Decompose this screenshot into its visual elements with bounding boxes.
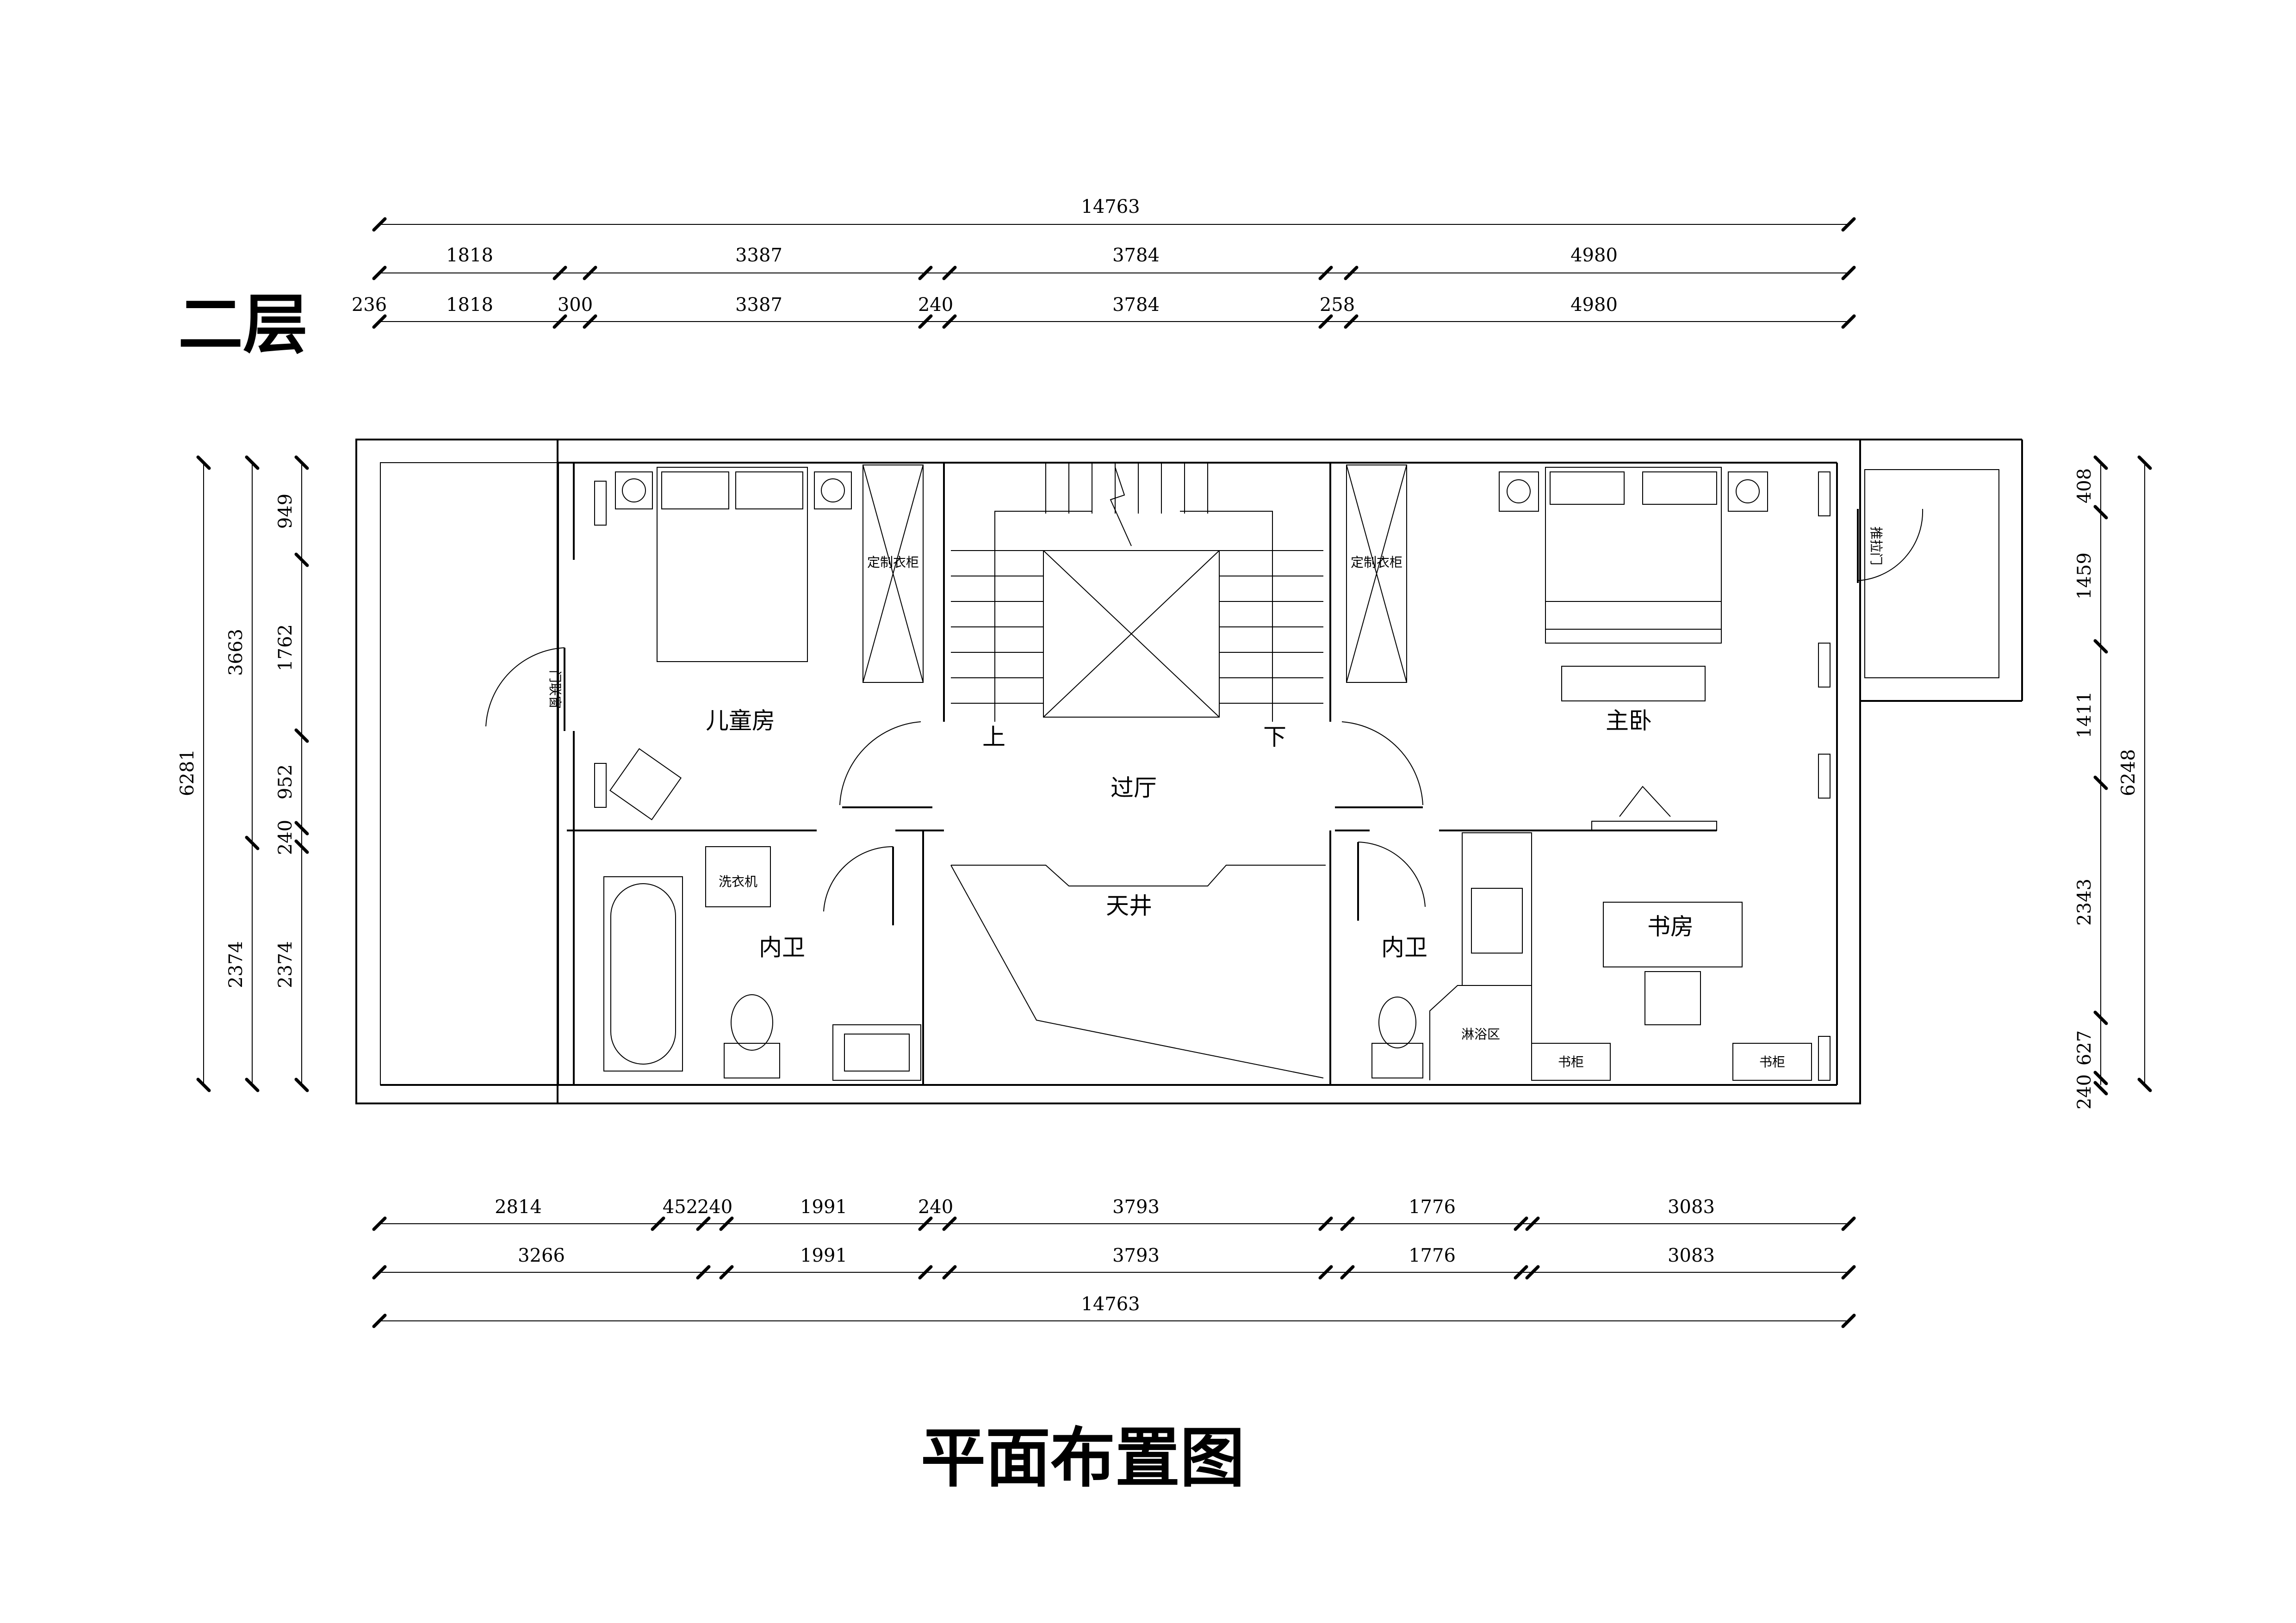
dim-label: 240	[918, 1196, 953, 1218]
kids-bed	[615, 467, 852, 662]
dim-label: 3793	[1112, 1196, 1160, 1218]
dim-label: 1776	[1409, 1196, 1456, 1218]
dim-label: 949	[275, 494, 296, 529]
dim-right-total: 6248	[2118, 749, 2139, 796]
dim-label: 240	[275, 820, 296, 855]
dim-label: 408	[2074, 468, 2095, 503]
wardrobe-left-label: 定制衣柜	[867, 555, 919, 570]
room-label-master: 主卧	[1606, 707, 1652, 734]
toilet-icon	[724, 994, 780, 1078]
room-label-atrium: 天井	[1106, 892, 1152, 919]
dim-label: 2374	[275, 941, 296, 988]
dim-label: 3784	[1112, 294, 1160, 316]
dim-label: 1991	[800, 1196, 847, 1218]
floor-label: 二层	[178, 287, 308, 363]
stairs-up-label: 上	[982, 724, 1005, 750]
dim-label: 3793	[1112, 1245, 1160, 1266]
dim-label: 2343	[2074, 879, 2095, 926]
dim-label: 952	[275, 764, 296, 799]
radiator-icon	[594, 471, 1831, 1081]
dim-label: 3387	[735, 294, 782, 316]
door-left-balcony: 门联窗	[485, 647, 565, 731]
bookcase-right: 书柜	[1732, 1043, 1812, 1081]
dim-label: 1818	[446, 245, 493, 266]
dim-label: 2814	[495, 1196, 542, 1218]
dim-label: 1411	[2074, 691, 2095, 738]
dim-label: 3663	[225, 629, 247, 676]
balcony-door-right-label: 推拉门	[1868, 527, 1884, 565]
kids-chair	[609, 748, 682, 820]
dim-label: 3266	[518, 1245, 565, 1266]
balcony-door-left-label: 门联窗	[547, 670, 563, 709]
wardrobe-right: 定制衣柜	[1346, 465, 1407, 683]
walls	[355, 439, 2023, 1104]
bookcase-right-label: 书柜	[1759, 1054, 1785, 1070]
dim-label: 3083	[1668, 1196, 1715, 1218]
door-left-bath	[823, 846, 894, 925]
dim-label: 240	[2074, 1074, 2095, 1109]
dim-label: 1762	[275, 624, 296, 671]
dim-label: 240	[697, 1196, 732, 1218]
dim-label: 1818	[446, 294, 493, 316]
door-right-bath	[1357, 842, 1426, 921]
sink-icon	[1462, 832, 1532, 986]
door-kids-room	[839, 721, 932, 808]
dim-label: 258	[1320, 294, 1355, 316]
dim-left-total: 6281	[177, 749, 198, 796]
sink-icon	[832, 1024, 921, 1081]
stairs-down-label: 下	[1263, 724, 1286, 750]
wardrobe-right-label: 定制衣柜	[1351, 555, 1402, 570]
right-dimensions: 408 1459 1411 2343 627 240 6248	[2074, 455, 2152, 1109]
dim-label: 1776	[1409, 1245, 1456, 1266]
tv-stand	[1591, 786, 1717, 831]
dim-label: 452	[663, 1196, 698, 1218]
dim-label: 3083	[1668, 1245, 1715, 1266]
dim-label: 1459	[2074, 552, 2095, 600]
dim-label: 300	[558, 294, 593, 316]
wardrobe-left: 定制衣柜	[863, 465, 924, 683]
door-master-bedroom	[1335, 721, 1423, 808]
page-title: 平面布置图	[921, 1421, 1245, 1496]
study-desk	[1603, 902, 1743, 1025]
dim-label: 4980	[1570, 294, 1618, 316]
dim-label: 2374	[225, 941, 247, 988]
washer-label: 洗衣机	[719, 874, 757, 889]
bottom-dimensions: 2814 452 240 1991 240 3793 1776 3083 326…	[372, 1196, 1856, 1328]
bookcase-left: 书柜	[1531, 1043, 1611, 1081]
shower-area: 淋浴区	[1429, 985, 1532, 1080]
dim-label: 4980	[1570, 245, 1618, 266]
room-label-hall: 过厅	[1111, 774, 1157, 801]
dim-label: 627	[2074, 1030, 2095, 1065]
dim-label: 240	[918, 294, 953, 316]
dim-label: 236	[352, 294, 387, 316]
washer-icon: 洗衣机	[705, 846, 771, 907]
room-label-kids: 儿童房	[706, 707, 775, 734]
shower-label: 淋浴区	[1461, 1027, 1500, 1042]
dim-label: 1991	[800, 1245, 847, 1266]
room-label-bath-left: 内卫	[759, 934, 805, 961]
door-master-balcony: 推拉门	[1857, 508, 1924, 583]
staircase: 上 下	[951, 463, 1323, 750]
dim-label: 3784	[1112, 245, 1160, 266]
room-label-bath-right: 内卫	[1381, 934, 1427, 961]
dim-label: 3387	[735, 245, 782, 266]
dim-top-total: 14763	[1081, 196, 1140, 217]
toilet-icon	[1371, 997, 1423, 1078]
left-dimensions: 6281 3663 2374 949 1762 952 240 2374	[177, 455, 309, 1092]
master-bed	[1499, 467, 1768, 701]
dim-bottom-total: 14763	[1081, 1294, 1140, 1315]
bookcase-left-label: 书柜	[1558, 1054, 1584, 1070]
top-dimensions: 14763 1818 3387 3784 4980 236 1818 300 3…	[352, 196, 1856, 329]
room-label-study: 书房	[1647, 913, 1694, 940]
bathtub	[603, 876, 683, 1072]
